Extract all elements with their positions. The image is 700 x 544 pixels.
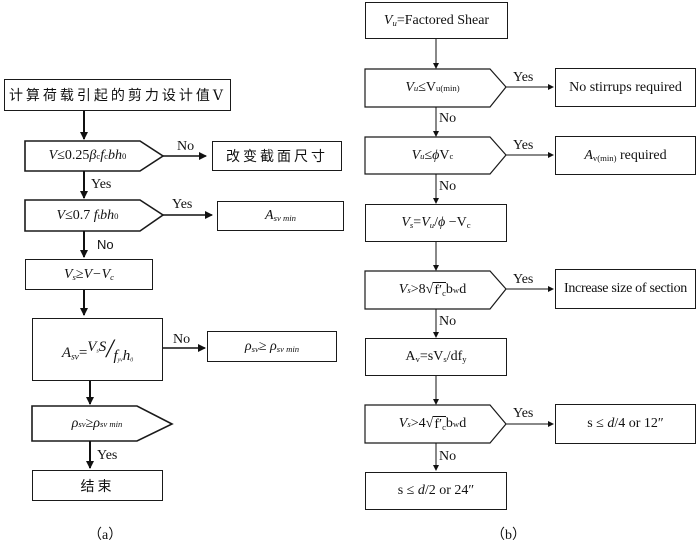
fig-b-d4-yes-label: Yes [513,406,534,421]
fig-a-d1-yes-label: Yes [91,177,112,192]
fig-b-decision2-shape [364,136,507,175]
fig-b-decision3-shape [364,270,507,310]
fig-b-decision1-shape [364,68,507,108]
fig-a-decision3-shape [31,405,174,442]
fig-a-decision1-shape [24,140,165,172]
fig-b-d1-yes-result-box: No stirrups required [555,68,696,107]
fig-a-p2-no-result-text: ρsv≥ ρsv min [244,338,300,354]
fig-b-d3-no-label: No [439,314,457,329]
fig-b-d4-yes-result-box: s ≤ d/4 or 12″ [555,404,696,444]
fig-b-d1-yes-label: Yes [513,70,534,85]
fig-b-process2-box: Av=sVs/dfy [365,338,507,376]
sqrt-icon: √ [425,416,434,431]
fig-a-end-text: 结束 [80,478,115,495]
fig-a-start-text: 计算荷载引起的剪力设计值V [8,88,227,104]
fig-a-process1-box: Vs≥V−Vc [25,259,153,290]
fig-a-process1-text: Vs≥V−Vc [63,266,115,282]
fig-a-d2-yes-result-text: Asv min [265,208,296,224]
fig-b-d3-yes-label: Yes [513,272,534,287]
fig-a-end-box: 结束 [32,470,163,501]
fig-b-process1-box: Vs=Vu/ϕ −Vc [365,204,507,242]
fig-a-d1-no-result-text: 改变截面尺寸 [226,149,328,165]
sqrt-icon: √ [425,282,434,297]
fig-b-start-text: Vu=Factored Shear [383,12,490,28]
fig-a-caption: （a） [88,528,123,543]
fig-b-end-text: s ≤ d/2 or 24″ [397,483,475,498]
fig-b-d2-yes-result-text: Av(min) required [584,147,667,163]
fig-b-d1-no-label: No [439,111,457,126]
fig-b-process2-text: Av=sVs/dfy [405,349,467,365]
fig-a-d2-yes-label: Yes [172,197,193,212]
fig-b-d2-no-label: No [439,179,457,194]
fig-a-decision2-shape [24,199,165,232]
fig-a-p2-no-result-box: ρsv≥ ρsv min [207,331,337,362]
fig-b-d4-yes-result-text: s ≤ d/4 or 12″ [587,416,664,431]
fig-b-caption: （b） [491,528,526,543]
fig-a-d2-no-label: No [97,237,114,252]
fig-a-process2-box: Asv=VsS/fyvh0 [32,318,163,381]
fig-a-d2-yes-result-box: Asv min [217,201,344,231]
fig-b-d4-no-label: No [439,449,457,464]
fig-b-end-box: s ≤ d/2 or 24″ [365,472,507,510]
fig-a-d3-yes-label: Yes [97,448,118,463]
fig-b-decision4-shape [364,404,507,444]
fig-b-d2-yes-label: Yes [513,138,534,153]
fig-a-d1-no-result-box: 改变截面尺寸 [212,141,342,171]
fig-a-p2-no-label: No [173,332,191,347]
fig-a-process2-formula: Asv=VsS/fyvh0 [61,334,134,364]
fig-a-d1-no-label: No [177,139,195,154]
fig-b-d2-yes-result-box: Av(min) required [555,136,696,175]
fig-b-process1-text: Vs=Vu/ϕ −Vc [401,215,471,231]
fig-b-start-box: Vu=Factored Shear [365,2,508,39]
fig-a-start-box: 计算荷载引起的剪力设计值V [4,79,231,111]
fig-b-d1-yes-result-text: No stirrups required [569,79,682,95]
fig-b-d3-yes-result-box: Increase size of section [555,269,696,309]
fig-b-d3-yes-result-text: Increase size of section [563,281,687,296]
